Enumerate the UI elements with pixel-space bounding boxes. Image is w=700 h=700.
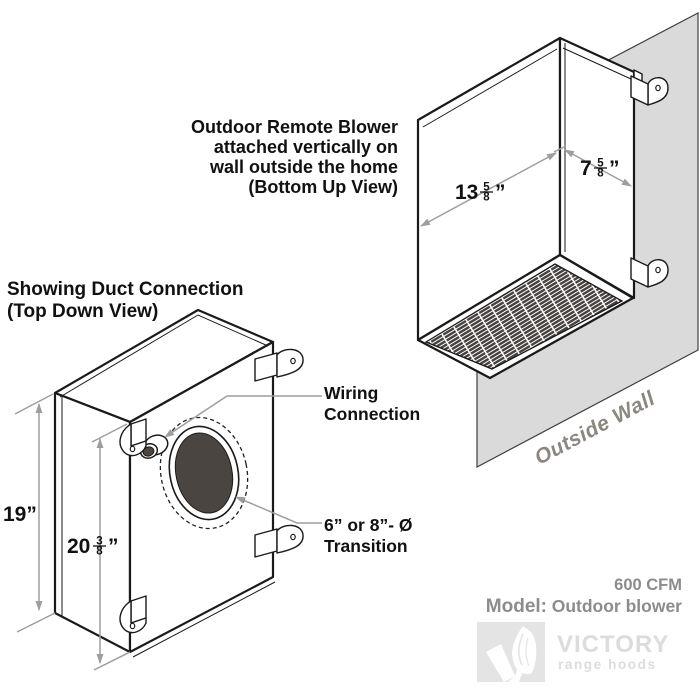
transition-leader-line (235, 496, 322, 524)
svg-text:Wiring: Wiring (324, 383, 378, 403)
svg-text:Transition: Transition (324, 536, 408, 556)
box-left-face (53, 391, 132, 654)
top-down-view: 19” 20 3 8 ” Wiring Connection 6” or 8”-… (3, 279, 420, 671)
right-view-caption: Outdoor Remote Blower attached verticall… (191, 117, 398, 197)
svg-text:6” or 8”- Ø: 6” or 8”- Ø (324, 515, 413, 535)
branding-block: 600 CFM Model: Outdoor blower VICTORY ra… (477, 576, 682, 682)
svg-text:3: 3 (96, 536, 102, 548)
svg-text:7: 7 (580, 157, 592, 180)
svg-text:19”: 19” (3, 503, 37, 526)
svg-text:5: 5 (597, 158, 604, 170)
cfm-rating: 600 CFM (614, 576, 682, 594)
svg-text:8: 8 (483, 192, 490, 204)
duct-box (53, 308, 276, 658)
model-value: Outdoor blower (552, 596, 682, 616)
svg-text:8: 8 (597, 168, 604, 180)
svg-text:(Top Down View): (Top Down View) (7, 301, 158, 322)
wiring-connection-label: Wiring Connection (324, 383, 420, 424)
dimension-13-5-8: 13 5 8 ” (420, 145, 567, 227)
svg-text:”: ” (108, 535, 119, 558)
dimension-7-5-8: 7 5 8 ” (564, 149, 632, 187)
logo-flame-icon (512, 626, 537, 675)
wiring-leader-line (164, 395, 322, 438)
model-label: Model: (486, 596, 547, 617)
dimension-20-3-8: 20 3 8 ” (67, 423, 131, 671)
left-view-caption: Showing Duct Connection (Top Down View) (7, 279, 243, 322)
svg-text:Connection: Connection (324, 404, 420, 424)
svg-text:8: 8 (96, 546, 103, 558)
svg-text:wall outside the home: wall outside the home (209, 157, 398, 177)
svg-text:”: ” (609, 157, 620, 180)
logo-wordmark: VICTORY (557, 631, 669, 658)
svg-text:Showing Duct Connection: Showing Duct Connection (7, 279, 243, 300)
exhaust-grille (424, 263, 624, 370)
logo-tagline: range hoods (558, 657, 657, 672)
svg-text:5: 5 (483, 182, 490, 194)
svg-text:attached vertically on: attached vertically on (214, 137, 398, 157)
svg-text:”: ” (495, 181, 506, 204)
svg-text:20: 20 (67, 535, 90, 558)
svg-text:Outdoor Remote Blower: Outdoor Remote Blower (191, 117, 398, 137)
transition-label: 6” or 8”- Ø Transition (324, 515, 413, 556)
logo-v-icon (486, 644, 515, 682)
svg-text:(Bottom Up View): (Bottom Up View) (248, 177, 398, 197)
svg-text:13: 13 (455, 181, 478, 204)
victory-logo: VICTORY range hoods (477, 622, 669, 682)
dimension-19: 19” (3, 393, 56, 633)
duct-opening (159, 416, 249, 530)
